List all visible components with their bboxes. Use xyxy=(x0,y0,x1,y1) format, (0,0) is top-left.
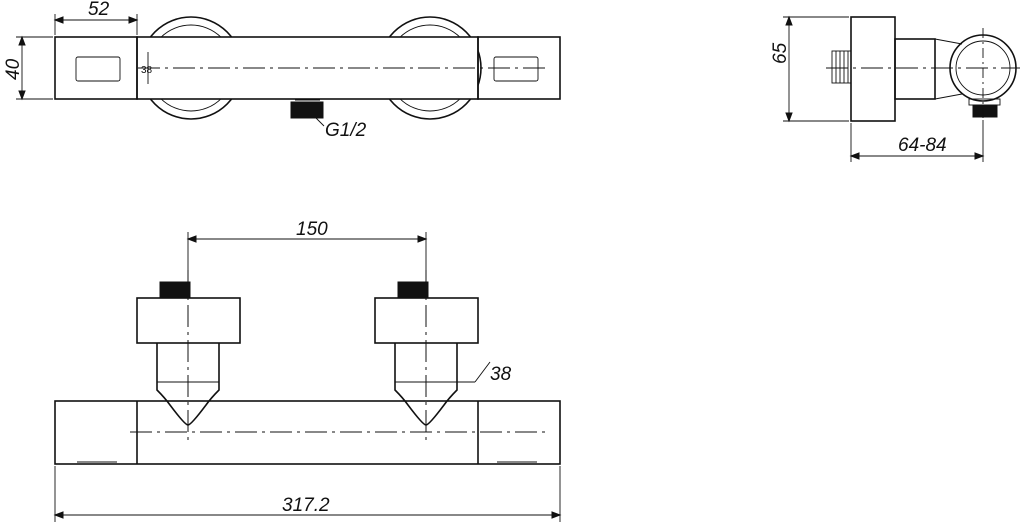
front-diameter-label: 38 xyxy=(490,364,512,385)
top-marker-label: 38 xyxy=(141,65,153,76)
front-inlet-thread-left xyxy=(159,281,191,299)
top-height-label: 40 xyxy=(3,58,24,80)
top-outlet-thread xyxy=(290,101,324,119)
side-height-label: 65 xyxy=(770,42,791,64)
top-view: 38 G1/2 52 40 xyxy=(3,0,561,141)
side-view: 65 64-84 xyxy=(770,15,1020,162)
top-thread-label: G1/2 xyxy=(325,120,367,141)
side-outlet-thread xyxy=(972,104,998,118)
front-spacing-label: 150 xyxy=(296,219,328,240)
side-body xyxy=(850,16,896,122)
top-width-label: 52 xyxy=(88,0,110,20)
top-end-block-right xyxy=(477,36,561,100)
top-end-block-left xyxy=(54,36,138,100)
front-body-bar xyxy=(54,400,561,465)
front-total-length-label: 317.2 xyxy=(282,495,330,516)
front-inlet-thread-right xyxy=(397,281,429,299)
front-view: 150 38 317.2 xyxy=(53,219,562,522)
side-depth-label: 64-84 xyxy=(898,135,947,156)
